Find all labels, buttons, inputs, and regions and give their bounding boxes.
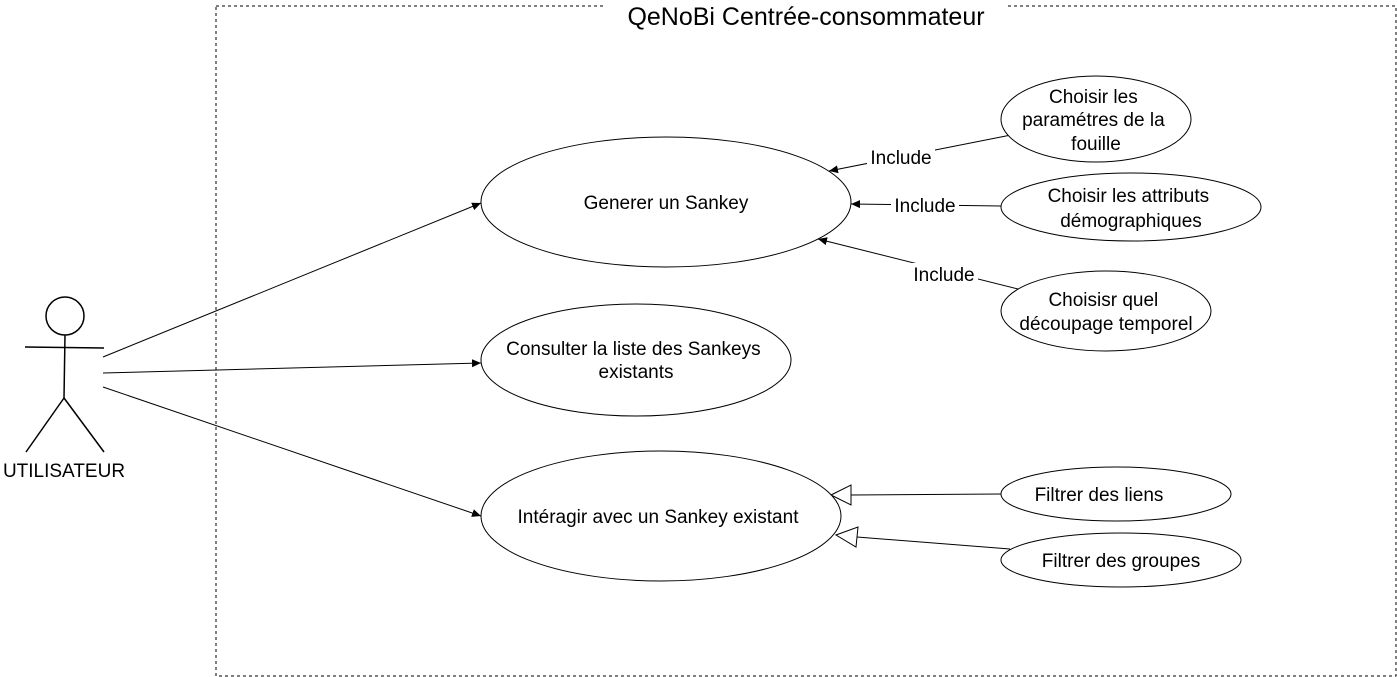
use-case-consulter-liste: [480, 303, 792, 417]
use-case-parametres-line-2: paramétres de la: [1022, 110, 1165, 131]
generalization-arrow-groupes: [834, 526, 859, 548]
include-label-3: Include: [913, 265, 974, 286]
use-case-consulter-line-1: Consulter la liste des Sankeys: [506, 339, 761, 360]
actor-left-leg: [25, 397, 65, 453]
association-consulter: [102, 359, 482, 374]
use-case-choisir-decoupage: [1000, 270, 1212, 352]
use-case-interagir-sankey: [480, 450, 842, 582]
use-case-parametres-line-3: fouille: [1071, 134, 1121, 155]
use-case-decoupage-line-2: découpage temporel: [1019, 314, 1192, 335]
use-case-generer-line-1: Generer un Sankey: [584, 193, 749, 214]
use-case-choisir-attributs: [1000, 172, 1262, 242]
use-case-attributs-line-1: Choisir les attributs: [1048, 186, 1210, 207]
include-label-1: Include: [870, 148, 931, 169]
use-case-groupes-label: Filtrer des groupes: [1042, 551, 1200, 572]
use-case-consulter-label: Consulter la liste des Sankeys existants: [506, 339, 766, 383]
include-label-mask-3: [910, 263, 978, 287]
use-case-decoupage-label: Choisisr quel découpage temporel: [1019, 290, 1192, 335]
use-case-filtrer-liens: [1000, 466, 1232, 522]
use-case-generer-label: Generer un Sankey: [584, 193, 749, 214]
generalization-line-liens: [850, 493, 1002, 496]
include-label-mask-1: [867, 146, 935, 170]
use-case-choisir-parametres: [1000, 75, 1192, 163]
include-label-mask-2: [891, 194, 959, 218]
system-title-mask: [606, 0, 1008, 26]
actor-head: [45, 296, 85, 336]
use-case-interagir-label: Intéragir avec un Sankey existant: [518, 507, 800, 528]
use-case-parametres-line-1: Choisir les: [1049, 87, 1138, 108]
use-case-attributs-line-2: démographiques: [1060, 211, 1202, 232]
actor-right-leg: [63, 397, 105, 453]
generalization-arrow-liens: [829, 484, 852, 506]
association-generer: [102, 202, 482, 358]
association-interagir: [102, 386, 482, 517]
use-case-interagir-line-1: Intéragir avec un Sankey existant: [518, 507, 800, 528]
use-case-liens-line-1: Filtrer des liens: [1035, 485, 1164, 506]
use-case-attributs-label: Choisir les attributs démographiques: [1048, 186, 1215, 232]
actor-body: [63, 334, 66, 399]
system-title: QeNoBi Centrée-consommateur: [627, 3, 984, 31]
actor-label: UTILISATEUR: [3, 461, 125, 482]
use-case-parametres-label: Choisir les paramétres de la fouille: [1022, 87, 1170, 155]
include-label-2: Include: [894, 196, 955, 217]
generalization-line-groupes: [856, 536, 1011, 550]
use-case-consulter-line-2: existants: [599, 362, 674, 383]
actor-arms: [24, 346, 105, 349]
actor-utilisateur: UTILISATEUR: [3, 296, 125, 482]
use-case-decoupage-line-1: Choisisr quel: [1048, 290, 1158, 311]
use-case-filtrer-groupes: [1000, 532, 1242, 588]
use-case-generer-sankey: [480, 136, 852, 268]
use-case-groupes-line-1: Filtrer des groupes: [1042, 551, 1200, 572]
use-case-liens-label: Filtrer des liens: [1035, 485, 1164, 506]
